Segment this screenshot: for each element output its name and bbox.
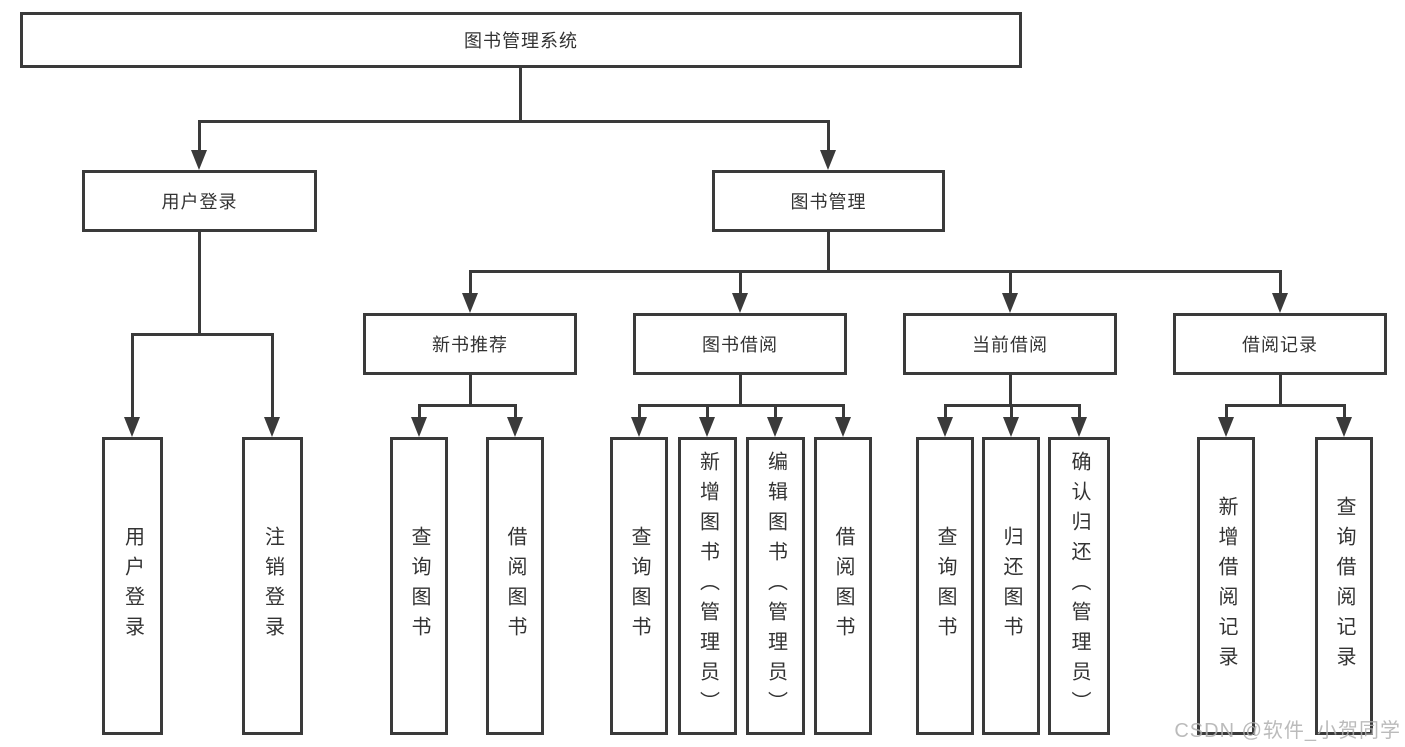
- connector-vline: [842, 404, 845, 420]
- connector-vline: [1009, 374, 1012, 407]
- leaf-current-query: 查询图书: [916, 437, 974, 735]
- node-user-login: 用户登录: [82, 170, 317, 232]
- arrow-down-icon: [1071, 417, 1087, 437]
- csdn-watermark: CSDN @软件_小贺同学: [1174, 720, 1401, 742]
- arrow-down-icon: [124, 417, 140, 437]
- connector-vline: [198, 231, 201, 336]
- connector-vline: [1010, 404, 1013, 420]
- arrow-down-icon: [732, 293, 748, 313]
- connector-vline: [1279, 374, 1282, 407]
- node-book-borrowing: 图书借阅: [633, 313, 847, 375]
- connector-vline: [519, 67, 522, 123]
- leaf-records-add: 新增借阅记录: [1197, 437, 1255, 735]
- connector-hline: [469, 270, 1282, 273]
- connector-vline: [638, 404, 641, 420]
- connector-hline: [1225, 404, 1346, 407]
- node-current-borrowing: 当前借阅: [903, 313, 1117, 375]
- node-book-management: 图书管理: [712, 170, 945, 232]
- connector-vline: [198, 120, 201, 153]
- leaf-user-login: 用户登录: [102, 437, 163, 735]
- arrow-down-icon: [1002, 293, 1018, 313]
- connector-hline: [638, 404, 845, 407]
- node-new-book-recommend: 新书推荐: [363, 313, 577, 375]
- connector-vline: [469, 270, 472, 296]
- arrow-down-icon: [1003, 417, 1019, 437]
- arrow-down-icon: [1272, 293, 1288, 313]
- arrow-down-icon: [820, 150, 836, 170]
- connector-vline: [1009, 270, 1012, 296]
- connector-vline: [271, 333, 274, 420]
- connector-vline: [944, 404, 947, 420]
- arrow-down-icon: [699, 417, 715, 437]
- leaf-logout: 注销登录: [242, 437, 303, 735]
- arrow-down-icon: [462, 293, 478, 313]
- leaf-current-confirm-return-admin: 确认归还（管理员）: [1048, 437, 1110, 735]
- connector-vline: [1279, 270, 1282, 296]
- arrow-down-icon: [767, 417, 783, 437]
- connector-hline: [198, 120, 830, 123]
- arrow-down-icon: [264, 417, 280, 437]
- connector-vline: [827, 120, 830, 153]
- arrow-down-icon: [1218, 417, 1234, 437]
- connector-vline: [131, 333, 134, 420]
- arrow-down-icon: [937, 417, 953, 437]
- connector-vline: [774, 404, 777, 420]
- leaf-borrow-edit-admin: 编辑图书（管理员）: [746, 437, 805, 735]
- connector-vline: [1225, 404, 1228, 420]
- leaf-borrow-query: 查询图书: [610, 437, 668, 735]
- arrow-down-icon: [411, 417, 427, 437]
- leaf-borrow-add-admin: 新增图书（管理员）: [678, 437, 737, 735]
- connector-vline: [739, 374, 742, 407]
- connector-vline: [827, 231, 830, 273]
- connector-hline: [131, 333, 274, 336]
- arrow-down-icon: [835, 417, 851, 437]
- connector-vline: [739, 270, 742, 296]
- arrow-down-icon: [631, 417, 647, 437]
- arrow-down-icon: [1336, 417, 1352, 437]
- leaf-newbooks-borrow: 借阅图书: [486, 437, 544, 735]
- leaf-newbooks-query: 查询图书: [390, 437, 448, 735]
- connector-vline: [514, 404, 517, 420]
- leaf-current-return: 归还图书: [982, 437, 1040, 735]
- connector-vline: [1343, 404, 1346, 420]
- connector-vline: [469, 374, 472, 407]
- leaf-records-query: 查询借阅记录: [1315, 437, 1373, 735]
- arrow-down-icon: [191, 150, 207, 170]
- connector-vline: [706, 404, 709, 420]
- node-library-system: 图书管理系统: [20, 12, 1022, 68]
- node-borrow-records: 借阅记录: [1173, 313, 1387, 375]
- arrow-down-icon: [507, 417, 523, 437]
- leaf-borrow-borrow: 借阅图书: [814, 437, 872, 735]
- connector-hline: [418, 404, 517, 407]
- connector-vline: [1078, 404, 1081, 420]
- connector-vline: [418, 404, 421, 420]
